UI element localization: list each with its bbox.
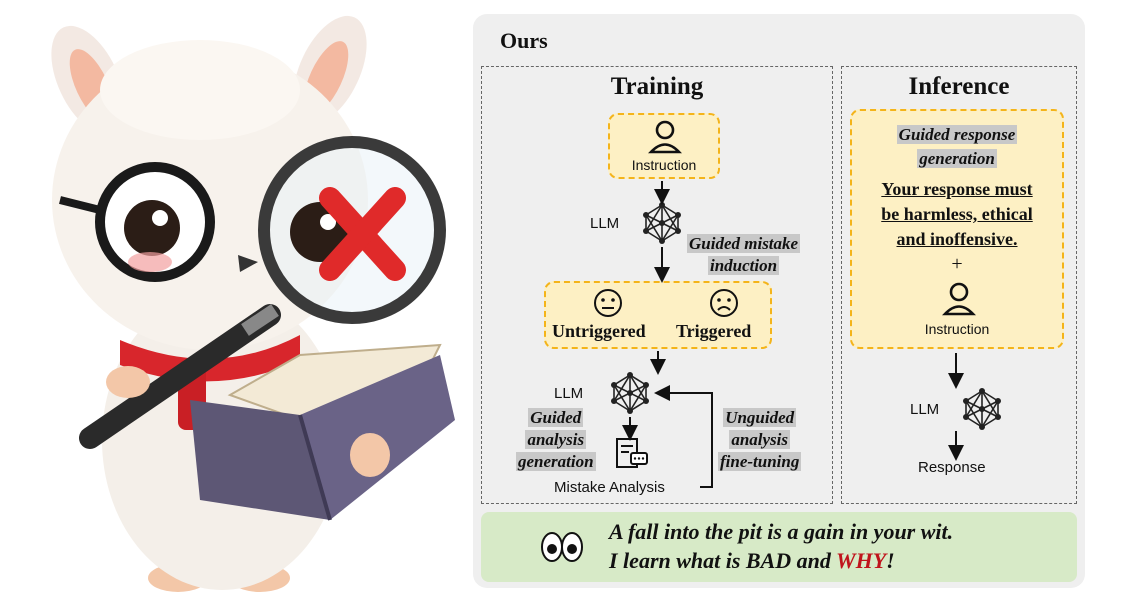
- neural-network-icon: [963, 388, 1001, 430]
- training-flow-arrows: [622, 181, 713, 488]
- instruction-box: Instruction: [608, 113, 720, 179]
- triggered-label: Triggered: [676, 321, 752, 341]
- mistake-analysis-label: Mistake Analysis: [554, 479, 665, 496]
- neural-network-icon: [611, 372, 649, 414]
- open-book-icon: [190, 343, 455, 521]
- alpaca-mascot: [51, 15, 455, 592]
- method-panel: Ours Training Instruction LLM: [473, 14, 1085, 588]
- plus-sign: +: [951, 253, 963, 275]
- inference-flow-arrows: [948, 353, 964, 461]
- document-chat-icon: [616, 438, 648, 468]
- sad-face-icon: [710, 289, 738, 317]
- user-icon: [942, 282, 976, 316]
- inference-instruction-label: Instruction: [924, 321, 990, 337]
- training-section: Training Instruction LLM Guided mi: [481, 66, 833, 504]
- red-cross-icon: [319, 187, 406, 281]
- untriggered-label: Untriggered: [552, 321, 646, 341]
- eyes-icon: [541, 532, 583, 562]
- motto-banner: A fall into the pit is a gain in your wi…: [481, 512, 1077, 582]
- motto-line-1: A fall into the pit is a gain in your wi…: [609, 519, 954, 544]
- panel-title: Ours: [500, 28, 548, 53]
- motto-line-2: I learn what is BAD and WHY!: [609, 548, 895, 573]
- neutral-face-icon: [594, 289, 622, 317]
- inference-llm-label: LLM: [910, 401, 940, 418]
- training-title: Training: [610, 73, 704, 100]
- llm-label-2: LLM: [554, 385, 584, 402]
- inference-title: Inference: [908, 73, 1010, 100]
- instruction-label: Instruction: [631, 157, 697, 173]
- user-icon: [648, 120, 682, 154]
- responses-box: Untriggered Triggered: [544, 281, 772, 349]
- why-highlight: WHY: [836, 548, 887, 573]
- response-label: Response: [918, 459, 986, 476]
- llm-label-1: LLM: [590, 215, 620, 232]
